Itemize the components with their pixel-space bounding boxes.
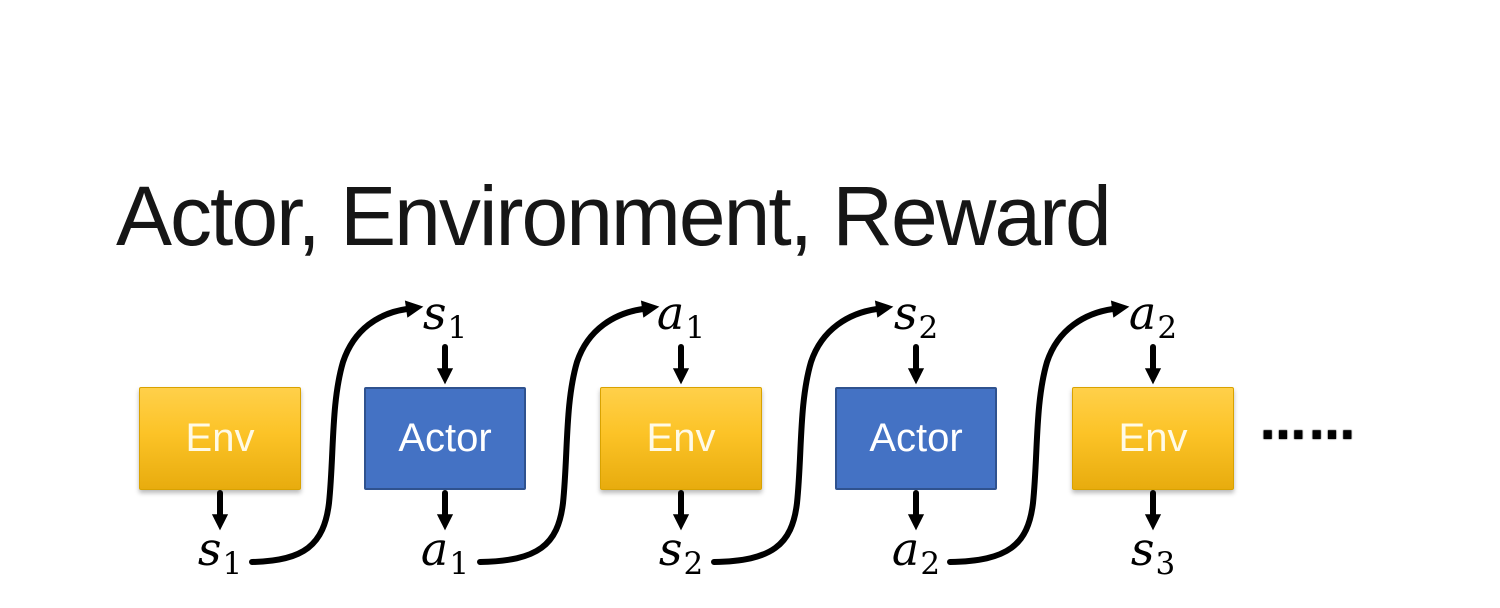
- node-3-actor-box: Actor: [835, 387, 997, 490]
- node-1-bottom-label: a1: [420, 522, 470, 582]
- node-0-bottom-label: s1: [197, 522, 243, 582]
- slide-title: Actor, Environment, Reward: [116, 169, 1112, 264]
- node-2-bottom-label: s2: [658, 522, 704, 582]
- node-1-box-label: Actor: [398, 416, 492, 460]
- node-4-bottom-label: s3: [1130, 522, 1176, 582]
- ellipsis-dots: ……: [1260, 396, 1358, 450]
- node-4-top-label: a2: [1128, 286, 1178, 346]
- node-1-actor-box: Actor: [364, 387, 526, 490]
- node-3-top-label: s2: [893, 286, 939, 346]
- node-0-box-label: Env: [185, 416, 255, 460]
- node-3-bottom-label: a2: [891, 522, 941, 582]
- node-0-env-box: Env: [139, 387, 301, 490]
- node-4-box-label: Env: [1118, 416, 1188, 460]
- node-2-env-box: Env: [600, 387, 762, 490]
- node-4-env-box: Env: [1072, 387, 1234, 490]
- node-2-box-label: Env: [646, 416, 716, 460]
- node-1-top-label: s1: [422, 286, 468, 346]
- node-3-box-label: Actor: [869, 416, 963, 460]
- node-2-top-label: a1: [656, 286, 706, 346]
